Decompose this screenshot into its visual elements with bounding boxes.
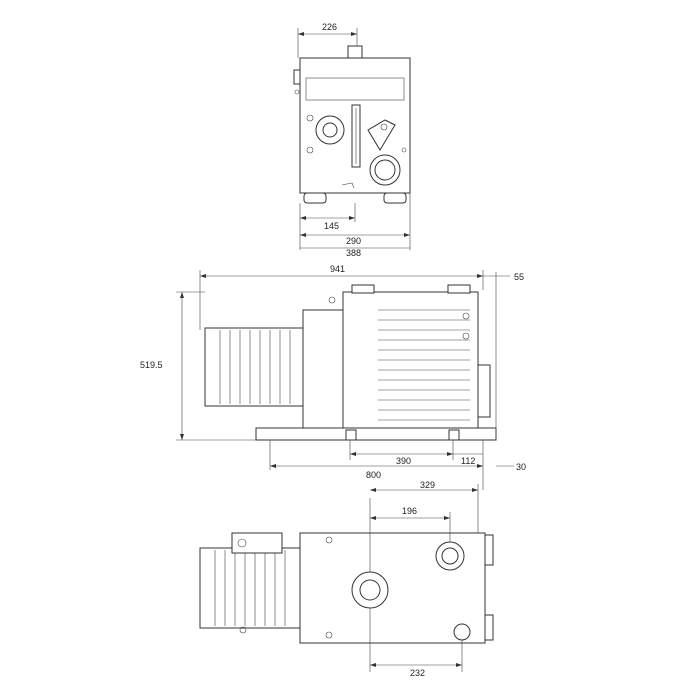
dim-388: 388 xyxy=(346,248,361,258)
dim-800: 800 xyxy=(366,470,381,480)
dim-290: 290 xyxy=(346,236,361,246)
dim-30: 30 xyxy=(516,462,526,472)
dim-226: 226 xyxy=(322,22,337,32)
side-view: 941 55 519.5 390 112 800 30 xyxy=(140,264,526,490)
front-view: 226 145 290 388 xyxy=(293,22,411,258)
dim-390: 390 xyxy=(396,456,411,466)
dim-941: 941 xyxy=(330,264,345,274)
dim-232: 232 xyxy=(410,668,425,678)
dim-329: 329 xyxy=(420,480,435,490)
dim-196: 196 xyxy=(402,506,417,516)
dim-112: 112 xyxy=(461,456,475,466)
dim-55: 55 xyxy=(514,272,524,282)
dim-145: 145 xyxy=(324,221,339,231)
plan-view: 329 196 232 xyxy=(199,480,494,678)
dim-519-5: 519.5 xyxy=(140,360,163,370)
